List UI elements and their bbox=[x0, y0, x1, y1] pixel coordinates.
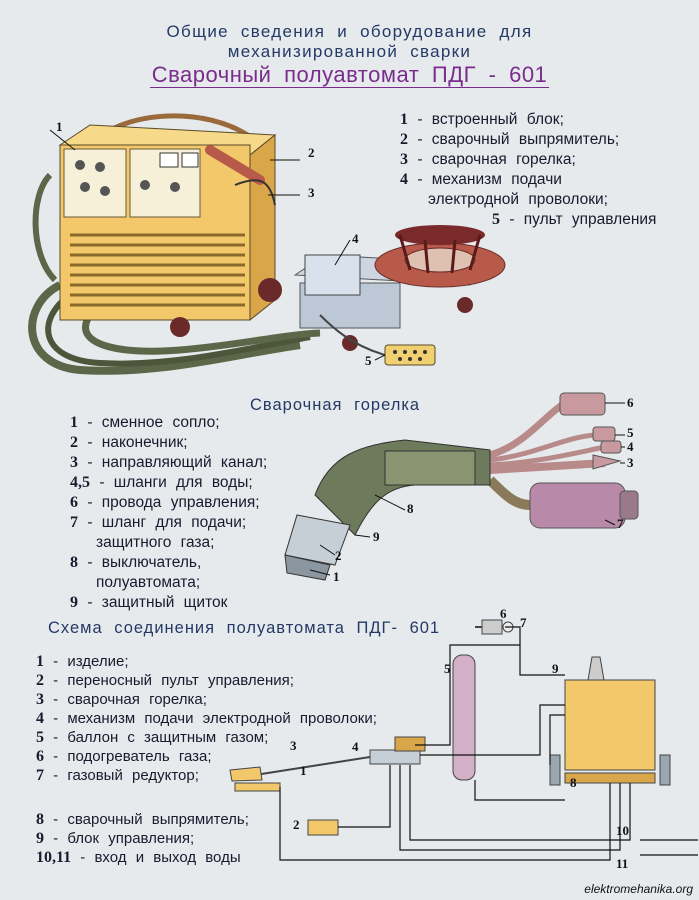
torch-legend: 1 - сменное сопло; 2 - наконечник; 3 - н… bbox=[70, 413, 267, 613]
scheme-legend: 1 - изделие; 2 - переносный пульт управл… bbox=[36, 652, 377, 785]
welding-machine-illustration: 1 2 3 4 5 bbox=[28, 113, 506, 375]
torch-callout-1: 1 bbox=[333, 569, 340, 584]
legend-item: 3 - направляющий канал; bbox=[70, 454, 268, 471]
scheme-heading: Схема соединения полуавтомата ПДГ- 601 bbox=[48, 619, 441, 637]
legend-item: 9 - защитный щиток bbox=[70, 594, 228, 611]
equipment-callout-5: 5 bbox=[365, 353, 372, 368]
title-line-1: Общие сведения и оборудование для bbox=[166, 22, 533, 41]
legend-item: 3 - сварочная горелка; bbox=[36, 691, 207, 708]
title-line-2: механизированной сварки bbox=[227, 42, 472, 61]
legend-item: 4,5 - шланги для воды; bbox=[70, 474, 253, 491]
scheme-callout-7: 7 bbox=[520, 615, 527, 630]
torch-callout-6: 6 bbox=[627, 395, 634, 410]
scheme-callout-10: 10 bbox=[616, 823, 629, 838]
legend-item: 8 - выключатель, bbox=[70, 554, 202, 571]
equipment-legend: 1 - встроенный блок; 2 - сварочный выпря… bbox=[400, 110, 656, 230]
watermark: elektromehanika.org bbox=[584, 882, 693, 896]
legend-item: 8 - сварочный выпрямитель; bbox=[36, 811, 249, 828]
equipment-callout-3: 3 bbox=[308, 185, 315, 200]
legend-item: 1 - встроенный блок; bbox=[400, 111, 564, 128]
legend-item: электродной проволоки; bbox=[428, 191, 608, 208]
legend-item: полуавтомата; bbox=[96, 574, 201, 591]
legend-item: 1 - изделие; bbox=[36, 653, 129, 670]
scheme-callout-4: 4 bbox=[352, 739, 359, 754]
torch-callout-8: 8 bbox=[407, 501, 414, 516]
torch-callout-2: 2 bbox=[335, 548, 342, 563]
torch-callout-3: 3 bbox=[627, 455, 634, 470]
legend-item: 7 - газовый редуктор; bbox=[36, 767, 199, 784]
legend-item: 2 - сварочный выпрямитель; bbox=[400, 131, 620, 148]
legend-item: защитного газа; bbox=[96, 534, 215, 551]
torch-callout-4: 4 bbox=[627, 439, 634, 454]
legend-item: 9 - блок управления; bbox=[36, 830, 195, 847]
torch-callout-9: 9 bbox=[373, 529, 380, 544]
scheme-callout-3: 3 bbox=[290, 738, 297, 753]
legend-item: 2 - переносный пульт управления; bbox=[36, 672, 294, 689]
legend-item: 6 - провода управления; bbox=[70, 494, 260, 511]
scheme-callout-2: 2 bbox=[293, 817, 300, 832]
scheme-callout-9: 9 bbox=[552, 661, 559, 676]
torch-callout-7: 7 bbox=[617, 516, 624, 531]
scheme-callout-11: 11 bbox=[616, 856, 628, 871]
scheme-legend-2: 8 - сварочный выпрямитель; 9 - блок упра… bbox=[36, 810, 249, 867]
legend-item: 7 - шланг для подачи; bbox=[70, 514, 247, 531]
legend-item: 6 - подогреватель газа; bbox=[36, 748, 212, 765]
legend-item: 1 - сменное сопло; bbox=[70, 414, 220, 431]
connection-scheme-diagram: 1 2 3 4 5 6 7 8 9 10 11 bbox=[229, 606, 698, 871]
equipment-callout-1: 1 bbox=[56, 119, 63, 134]
legend-item: 3 - сварочная горелка; bbox=[400, 151, 576, 168]
legend-item: 5 - баллон с защитным газом; bbox=[36, 729, 269, 746]
legend-item: 5 - пульт управления bbox=[492, 211, 657, 228]
scheme-callout-5: 5 bbox=[444, 661, 451, 676]
legend-item: 10,11 - вход и выход воды bbox=[36, 849, 241, 866]
legend-item: 2 - наконечник; bbox=[70, 434, 188, 451]
main-title: Сварочный полуавтомат ПДГ - 601 bbox=[149, 62, 550, 88]
scheme-callout-6: 6 bbox=[500, 606, 507, 621]
equipment-callout-4: 4 bbox=[352, 231, 359, 246]
torch-heading: Сварочная горелка bbox=[250, 396, 421, 414]
legend-item: 4 - механизм подачи электродной проволок… bbox=[36, 710, 377, 727]
torch-illustration: 6 5 4 3 7 8 9 2 1 bbox=[284, 392, 639, 584]
scheme-callout-8: 8 bbox=[570, 775, 577, 790]
scheme-callout-1: 1 bbox=[300, 763, 307, 778]
torch-callout-5: 5 bbox=[627, 425, 634, 440]
equipment-callout-2: 2 bbox=[308, 145, 315, 160]
legend-item: 4 - механизм подачи bbox=[400, 171, 562, 188]
